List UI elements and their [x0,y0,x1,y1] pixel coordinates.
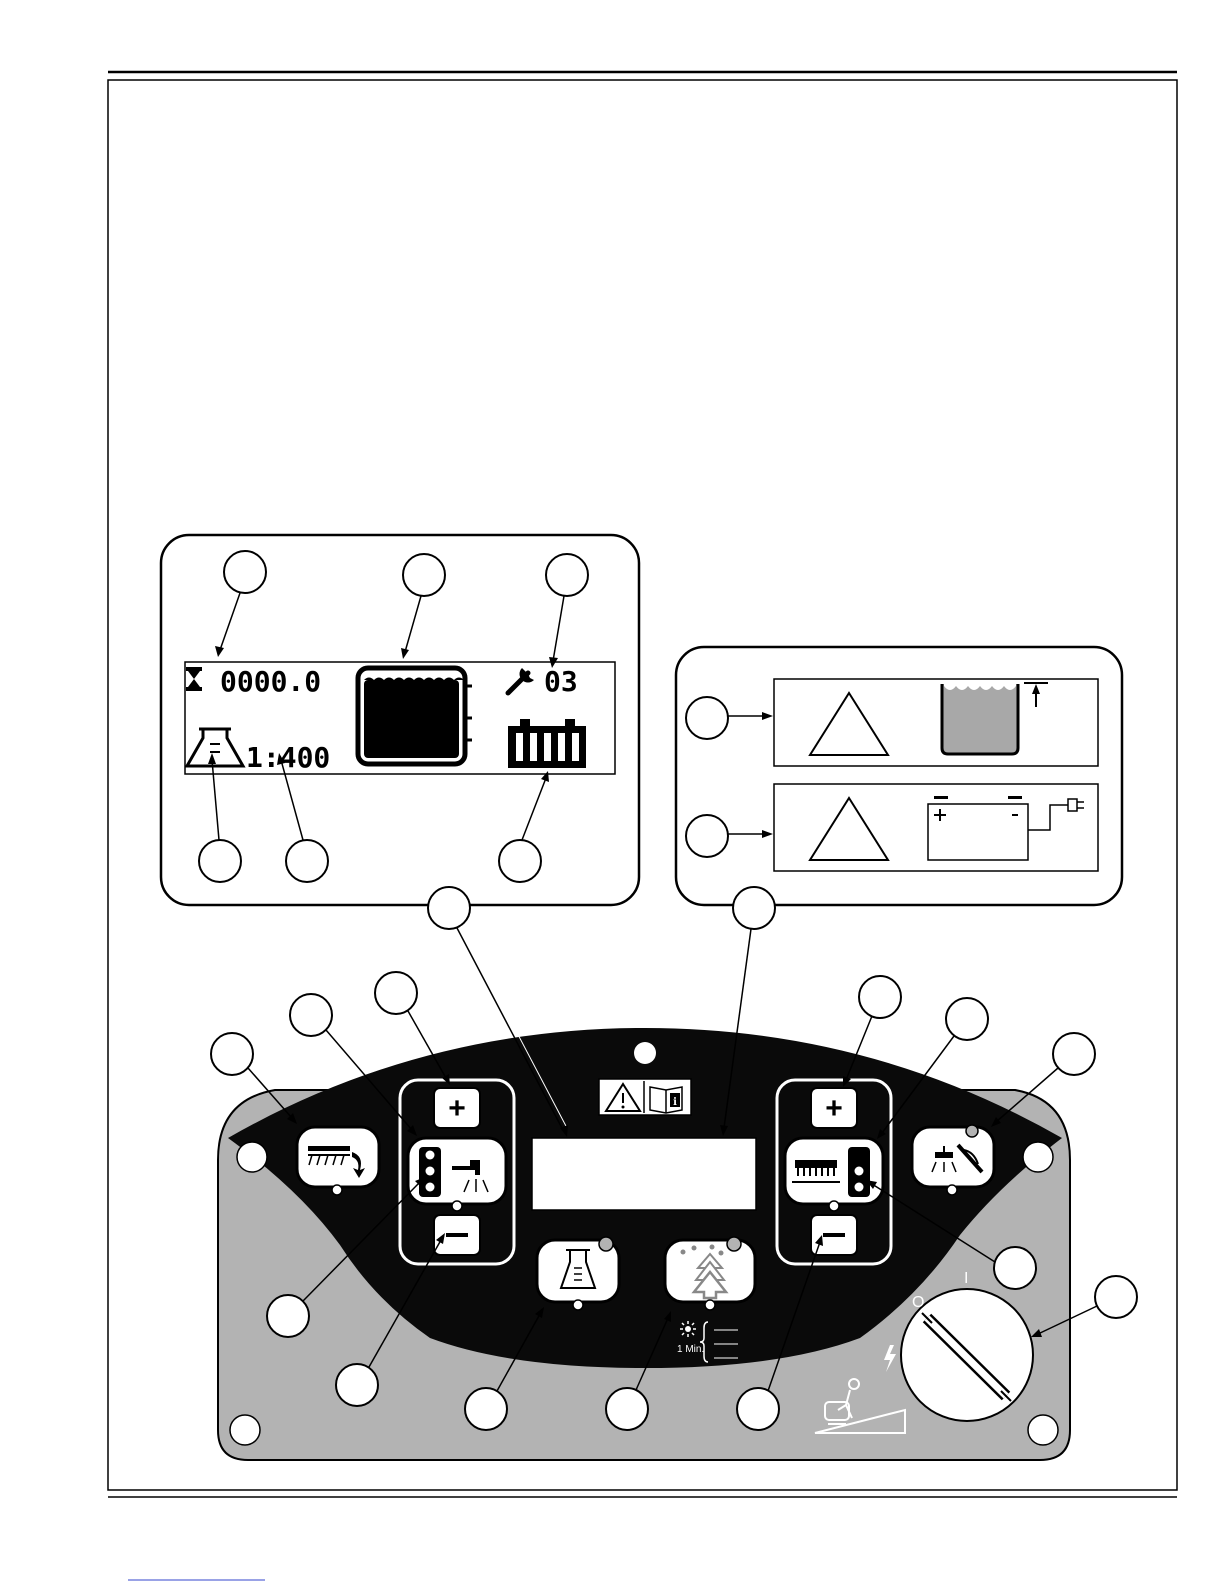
read-manual-label: i [599,1079,691,1115]
callout-circle [336,1364,378,1406]
minus-icon [823,1233,845,1237]
plug-icon [1068,799,1077,811]
power-indicator [947,1185,957,1195]
svg-text:i: i [673,1097,677,1108]
callout-circle [465,1388,507,1430]
power-indicator [829,1201,839,1211]
power-indicator [573,1300,583,1310]
lcd-detail-box: 0000.0 03 1:400 [161,535,639,905]
callout-circle [403,554,445,596]
minus-icon [446,1233,468,1237]
indicator-light [599,1237,613,1251]
callout-circle [737,1388,779,1430]
sun-icon [680,1321,696,1337]
plus-icon: + [448,1092,466,1125]
indicator-light [634,1042,656,1064]
plus-icon: + [825,1092,843,1125]
indicator-light [727,1237,741,1251]
mount-hole [237,1142,267,1172]
mount-hole [1023,1142,1053,1172]
brush-release-button[interactable] [297,1127,379,1195]
service-code-value: 03 [544,665,578,698]
callout-circle [211,1033,253,1075]
timer-label: 1 Min. [677,1344,704,1355]
lcd-display-window [532,1138,756,1210]
dilution-ratio-value: 1:400 [246,741,330,774]
indicator-light [966,1125,978,1137]
callout-circle [1095,1276,1137,1318]
mount-hole [1028,1415,1058,1445]
callout-circle [546,554,588,596]
warning-detail-box [676,647,1122,905]
power-indicator [705,1300,715,1310]
callout-circle [686,697,728,739]
callout-circle [375,972,417,1014]
vacuum-squeegee-button[interactable] [912,1125,994,1195]
callout-circle [199,840,241,882]
power-indicator [452,1201,462,1211]
callout-circle [428,887,470,929]
one-touch-scrub-button[interactable] [665,1237,755,1310]
callout-circle [733,887,775,929]
key-off-label: O [912,1294,924,1311]
callout-circle [606,1388,648,1430]
hour-meter-value: 0000.0 [220,665,321,698]
callout-circle [859,976,901,1018]
callout-circle [1053,1033,1095,1075]
detergent-button[interactable] [537,1237,619,1310]
power-indicator [332,1185,342,1195]
callout-circle [290,994,332,1036]
callout-circle [994,1247,1036,1289]
callout-circle [286,840,328,882]
callout-circle [267,1295,309,1337]
manual-icon: i [650,1087,682,1113]
callout-circle [499,840,541,882]
callout-circle [946,998,988,1040]
solution-tank-icon [358,668,472,764]
callout-circle [224,551,266,593]
key-on-label: I [964,1270,968,1287]
callout-circle [686,815,728,857]
mount-hole [230,1415,260,1445]
battery-icon [508,719,586,768]
